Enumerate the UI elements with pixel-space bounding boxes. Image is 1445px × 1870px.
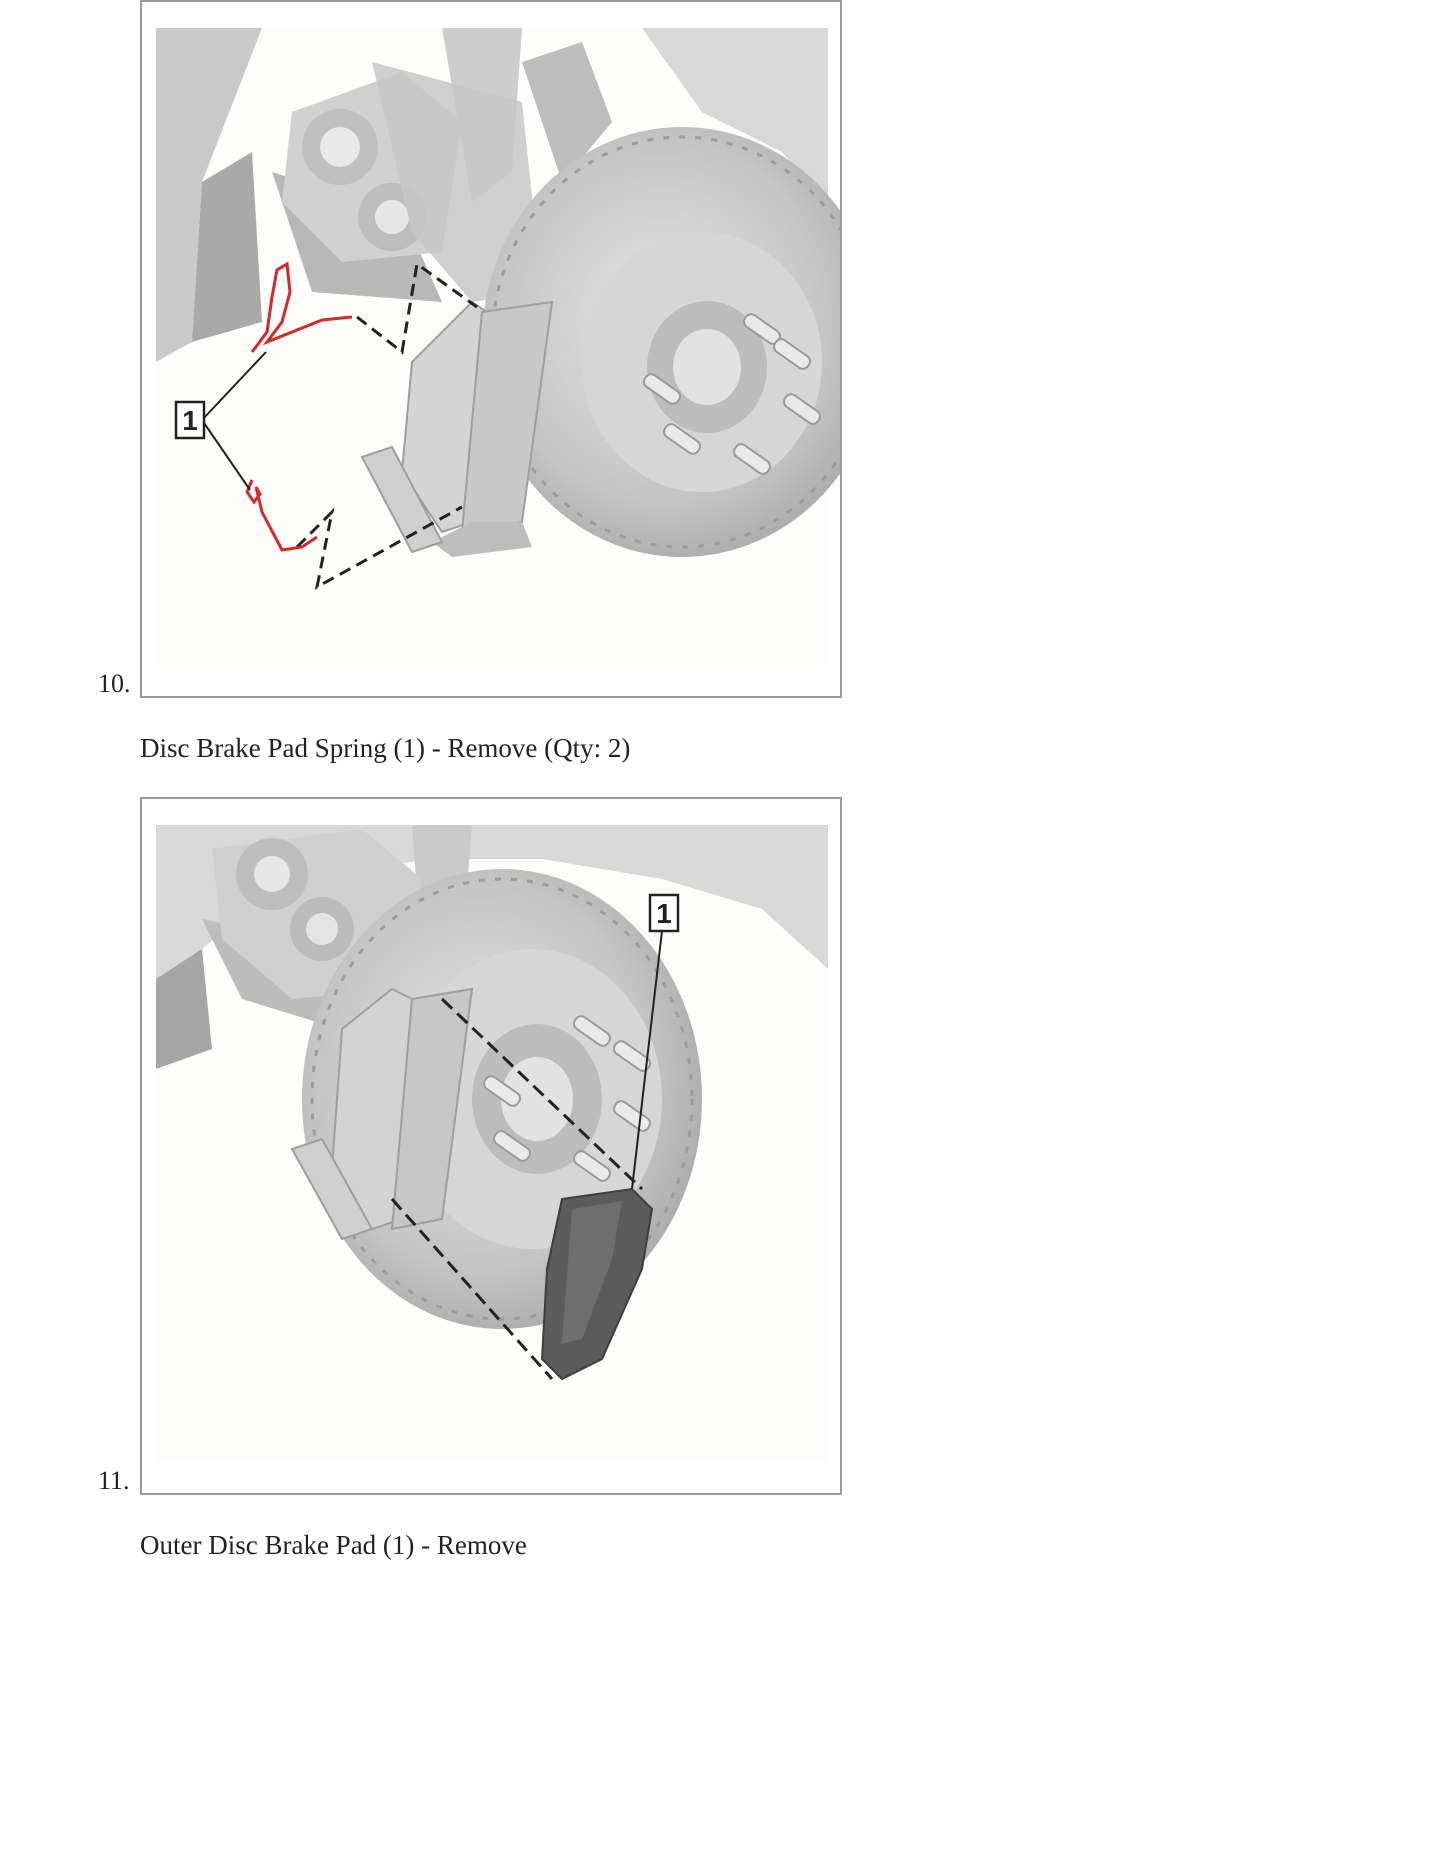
step-number: 11. [98,1466,130,1495]
upper-spring [250,261,353,353]
brake-spring-illustration: 1 [156,28,840,664]
spring-highlight [245,261,353,552]
step-10-figure: 1 [140,0,842,698]
step-number: 10. [98,669,131,698]
lower-spring [245,479,318,552]
callout-box [174,400,206,440]
step-11-figure: 1 [140,797,842,1495]
step-caption: Outer Disc Brake Pad (1) - Remove [140,1530,527,1560]
brake-pad-illustration: 1 [156,825,828,1461]
step-caption: Disc Brake Pad Spring (1) - Remove (Qty:… [140,733,631,763]
callout-label: 1 [656,898,672,929]
callout-label: 1 [182,405,198,436]
callout-box [648,893,680,933]
